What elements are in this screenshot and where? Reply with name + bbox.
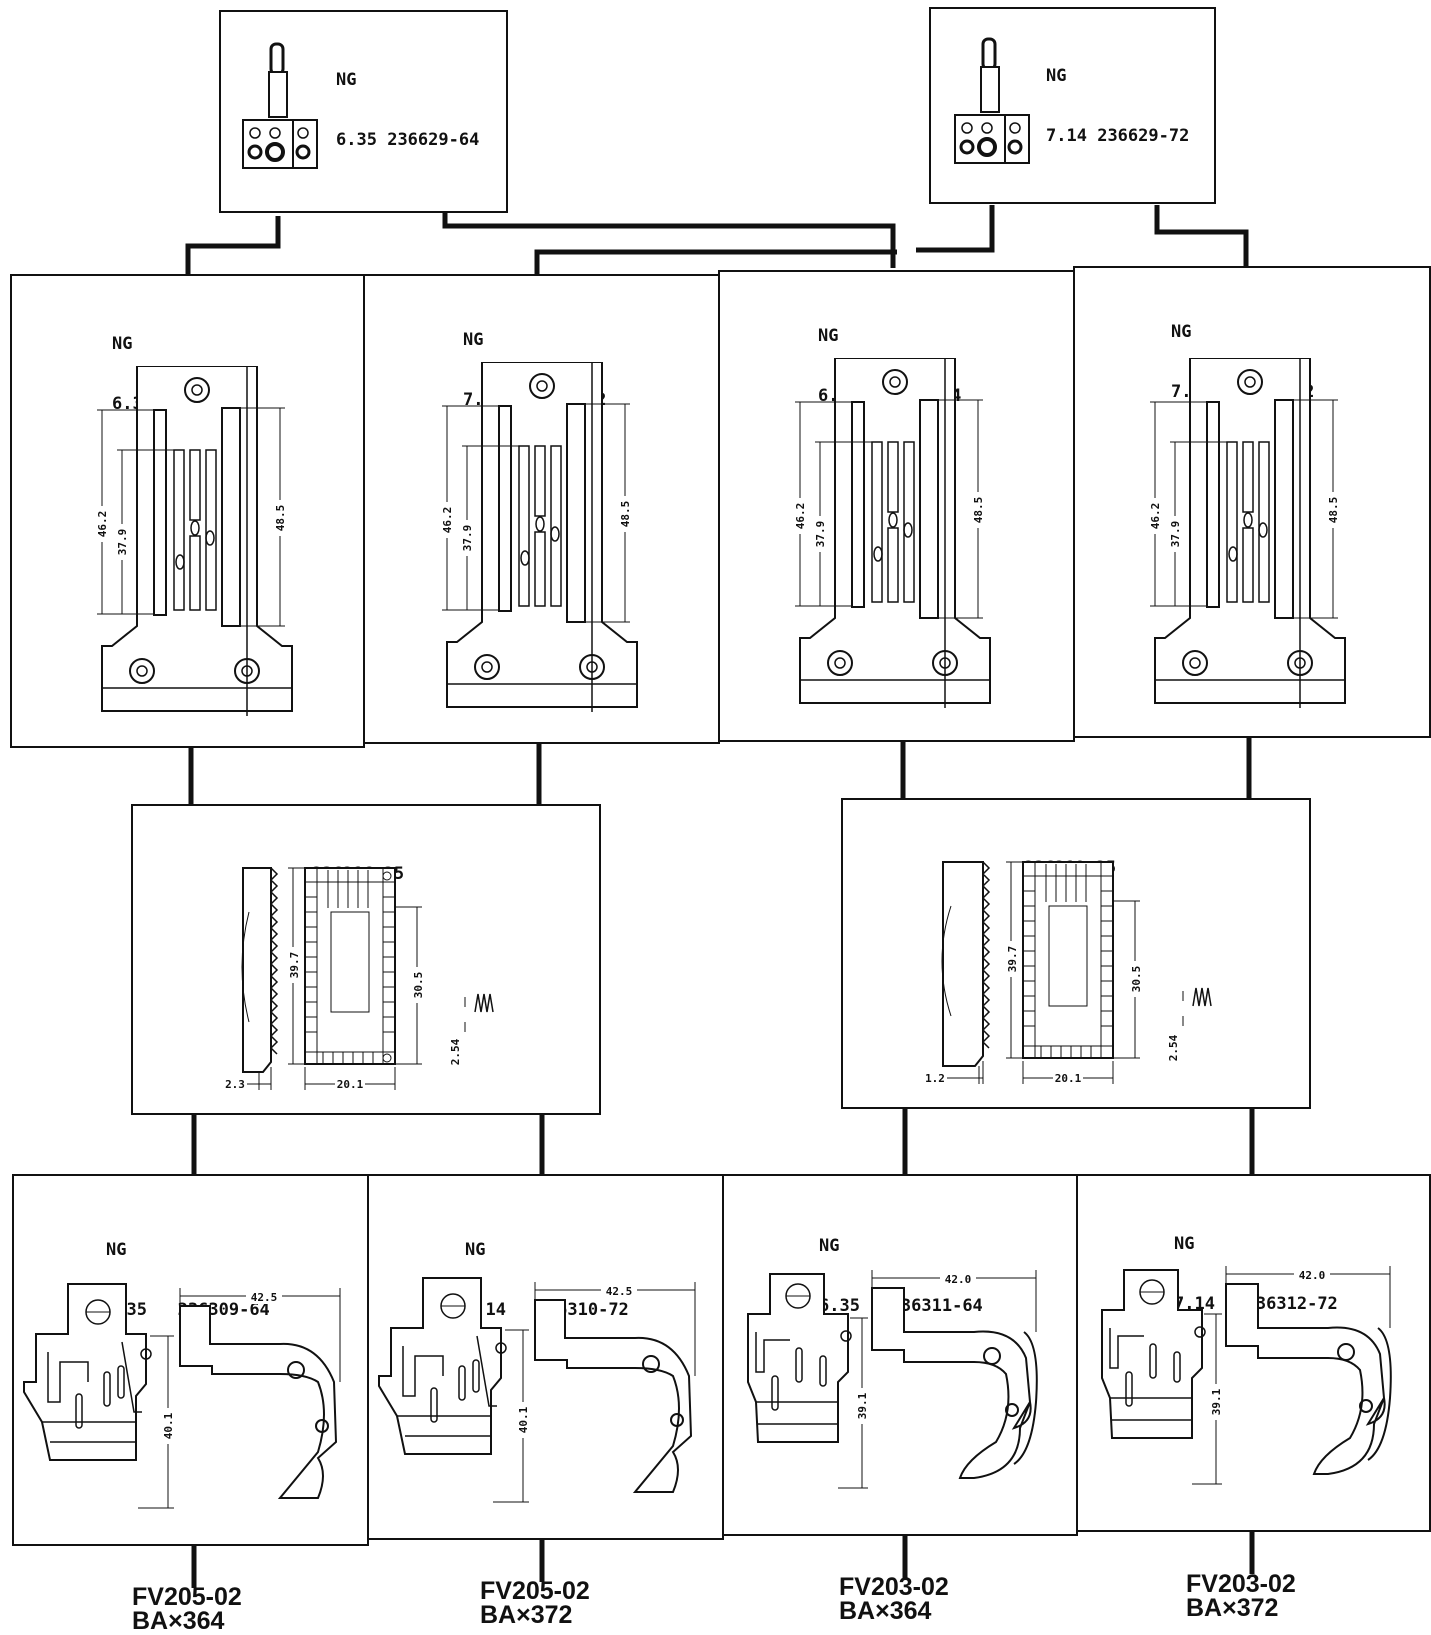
needle-plate-illustration: 46.2 37.9 48.5 [95, 366, 293, 716]
dim-label: 39.7 [288, 952, 301, 979]
needle-plate-box-4: NG 7.14 236021-72 46.2 37.9 48.5 [1073, 266, 1431, 738]
feed-dog-illustration: 39.7 30.5 2.54 2.3 20.1 [223, 867, 494, 1091]
dim-label: 42.5 [251, 1291, 278, 1304]
needle-plate-box-2: NG 7.14 236014-72 46.2 37.9 48.5 [363, 274, 720, 744]
presser-foot-illustration: 42.5 40.1 [23, 1283, 341, 1509]
dim-label: 48.5 [619, 501, 632, 528]
dim-label: 39.7 [1006, 946, 1019, 973]
model-spec: BA×372 [1186, 1594, 1279, 1622]
needle-plate-illustration: 46.2 37.9 48.5 [1148, 358, 1346, 708]
model-spec: BA×364 [132, 1607, 225, 1635]
ng-label: NG [465, 1240, 486, 1260]
dim-label: 2.3 [225, 1078, 245, 1091]
ng-label: NG [818, 326, 839, 346]
ng-label: NG [1174, 1234, 1195, 1254]
part-number: 236312-72 [1245, 1294, 1338, 1314]
dim-label: 42.0 [1299, 1269, 1326, 1282]
dim-label: 48.5 [274, 505, 287, 532]
ng-label: NG [1046, 66, 1067, 86]
ng-label: NG [112, 334, 133, 354]
dim-label: 20.1 [1055, 1072, 1082, 1085]
presser-foot-box-3: NG 6.35 236311-64 42.0 39.1 [722, 1174, 1078, 1536]
ng-label: NG [819, 1236, 840, 1256]
feed-dog-box-1: 236216-25 39.7 30.5 2.54 [131, 804, 601, 1115]
dim-label: 37.9 [116, 529, 129, 556]
part-number: 236629-72 [1097, 126, 1190, 146]
model-name: FV205-02 [132, 1583, 242, 1611]
size-value: 6.35 [819, 1296, 860, 1316]
model-label-4: FV203-02 BA×372 [1186, 1570, 1296, 1622]
dim-label: 40.1 [162, 1412, 175, 1439]
clamp-label: NG 7.14 236629-72 [1046, 26, 1189, 186]
dim-label: 39.1 [856, 1392, 869, 1419]
needle-clamp-box-2: NG 7.14 236629-72 [929, 7, 1216, 204]
size-value: 6.35 [336, 130, 377, 150]
dim-label: 40.1 [517, 1406, 530, 1433]
dim-label: 46.2 [1149, 503, 1162, 530]
ng-label: NG [463, 330, 484, 350]
needle-plate-box-1: NG 6.35 236014-64 46.2 37.9 48.5 [10, 274, 365, 748]
dim-label: 46.2 [794, 503, 807, 530]
needle-clamp-box-1: NG 6.35 236629-64 [219, 10, 508, 213]
presser-foot-box-1: NG 6.35 236309-64 42.5 40.1 [12, 1174, 369, 1546]
presser-foot-illustration: 42.0 39.1 [1101, 1266, 1392, 1485]
presser-foot-box-2: NG 7.14 236310-72 42.5 40.1 [367, 1174, 724, 1540]
needle-clamp-illustration [242, 42, 318, 169]
dim-label: 2.54 [1167, 1034, 1180, 1061]
dim-label: 48.5 [1327, 497, 1340, 524]
part-number: 236629-64 [387, 130, 480, 150]
model-label-3: FV203-02 BA×364 [839, 1573, 949, 1625]
dim-label: 46.2 [441, 507, 454, 534]
ng-label: NG [106, 1240, 127, 1260]
dim-label: 20.1 [337, 1078, 364, 1091]
model-name: FV203-02 [839, 1573, 949, 1601]
model-name: FV205-02 [480, 1577, 590, 1605]
dim-label: 42.0 [945, 1273, 972, 1286]
model-name: FV203-02 [1186, 1570, 1296, 1598]
dim-label: 1.2 [925, 1072, 945, 1085]
ng-label: NG [1171, 322, 1192, 342]
needle-clamp-illustration [954, 37, 1030, 164]
clamp-label: NG 6.35 236629-64 [336, 30, 479, 190]
dim-label: 37.9 [461, 525, 474, 552]
foot-label: NG 6.35 236311-64 [819, 1196, 983, 1356]
dim-label: 30.5 [1130, 966, 1143, 993]
presser-foot-illustration: 42.5 40.1 [378, 1277, 696, 1503]
model-label-1: FV205-02 BA×364 [132, 1583, 242, 1635]
feed-dog-illustration: 39.7 30.5 2.54 1.2 20.1 [923, 861, 1212, 1085]
presser-foot-illustration: 42.0 39.1 [747, 1270, 1038, 1489]
dim-label: 46.2 [96, 511, 109, 538]
part-number: 236311-64 [890, 1296, 983, 1316]
model-spec: BA×372 [480, 1601, 573, 1629]
dim-label: 2.54 [449, 1038, 462, 1065]
foot-label: NG 7.14 236312-72 [1174, 1194, 1338, 1354]
model-label-2: FV205-02 BA×372 [480, 1577, 590, 1629]
feed-dog-box-2: 236219-25 39.7 30.5 2.54 1.2 [841, 798, 1311, 1109]
ng-label: NG [336, 70, 357, 90]
presser-foot-box-4: NG 7.14 236312-72 42.0 39.1 [1076, 1174, 1431, 1532]
dim-label: 30.5 [412, 972, 425, 999]
size-value: 7.14 [1046, 126, 1087, 146]
model-spec: BA×364 [839, 1597, 932, 1625]
dim-label: 39.1 [1210, 1388, 1223, 1415]
dim-label: 42.5 [606, 1285, 633, 1298]
dim-label: 37.9 [814, 521, 827, 548]
dim-label: 48.5 [972, 497, 985, 524]
needle-plate-illustration: 46.2 37.9 48.5 [793, 358, 991, 708]
dim-label: 37.9 [1169, 521, 1182, 548]
needle-plate-box-3: NG 6.35 236021-64 46.2 37.9 48.5 [718, 270, 1075, 742]
needle-plate-illustration: 46.2 37.9 48.5 [440, 362, 638, 712]
